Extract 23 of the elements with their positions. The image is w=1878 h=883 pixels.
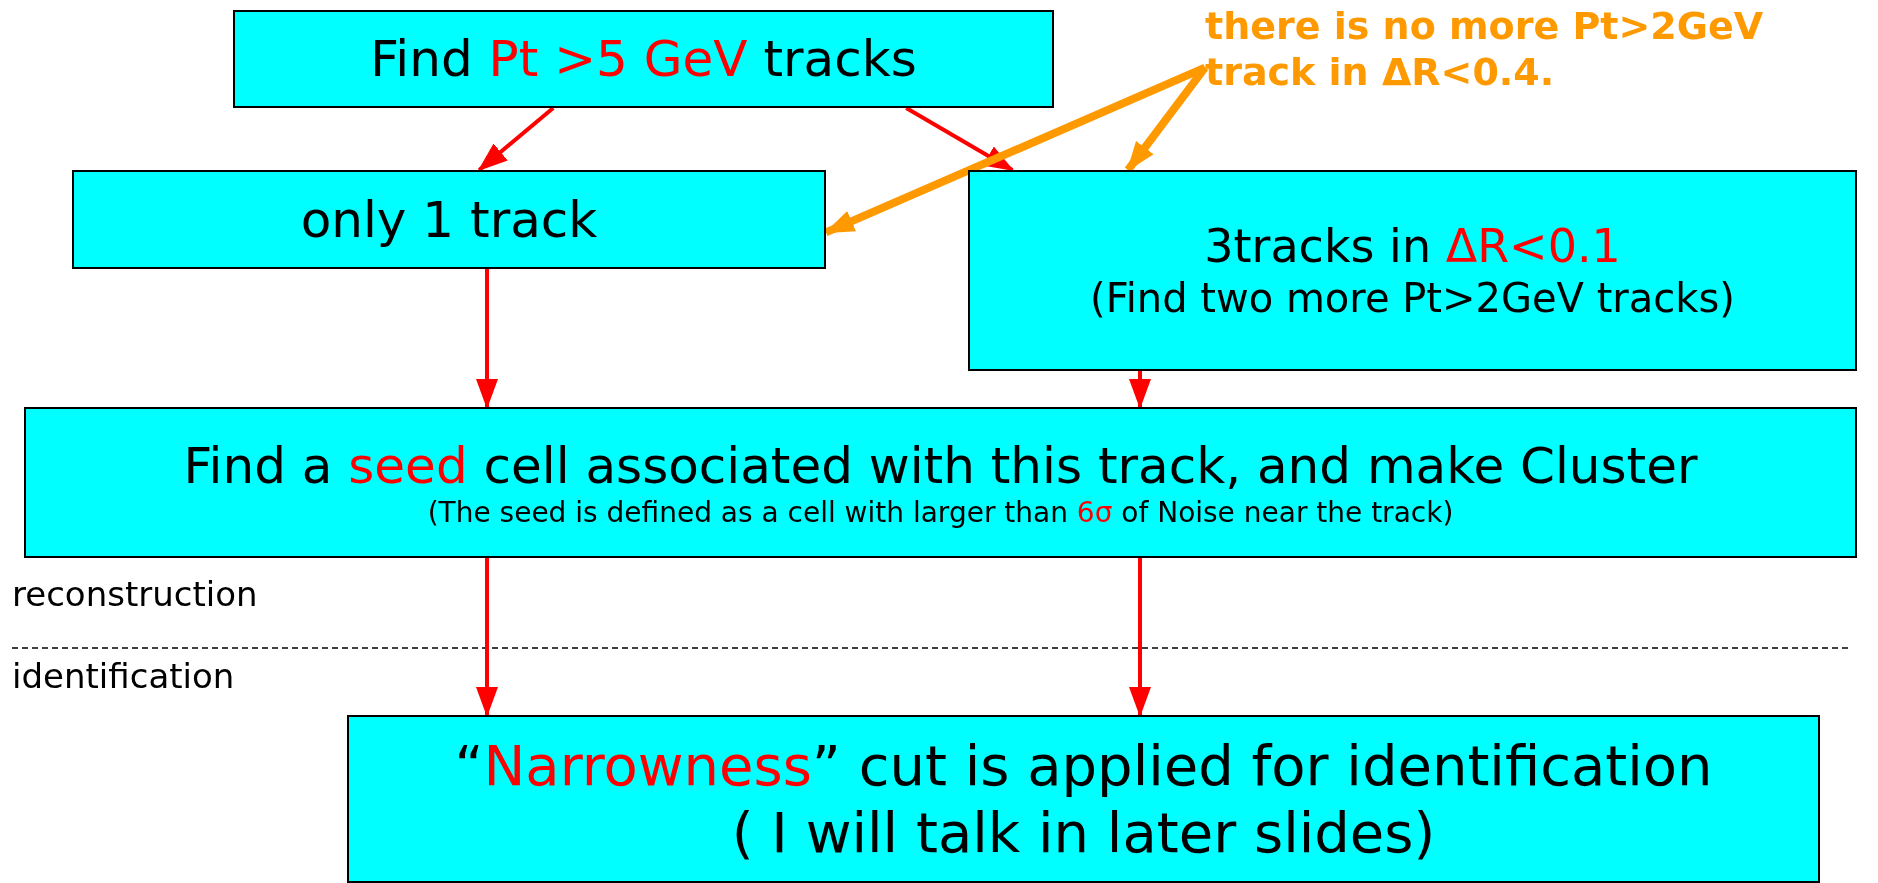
process-box <box>347 715 1820 883</box>
box-title: 3tracks in ΔR<0.1 <box>1204 218 1621 275</box>
box-subtitle: ( I will talk in later slides) <box>731 799 1436 867</box>
stage-label: reconstruction <box>12 574 258 614</box>
arrow <box>476 558 498 717</box>
arrow <box>477 106 555 172</box>
arrow <box>905 106 1015 172</box>
process-box <box>72 170 826 269</box>
arrow <box>476 269 498 409</box>
process-box <box>24 407 1857 558</box>
box-title: only 1 track <box>300 189 598 250</box>
note-text: there is no more Pt>2GeV track in ΔR<0.4. <box>1205 3 1765 96</box>
box-title: Find a seed cell associated with this track, and make Cluster <box>183 435 1698 496</box>
stage-label: identification <box>12 656 235 696</box>
arrow <box>1124 65 1209 173</box>
box-subtitle: (The seed is defined as a cell with larger than 6σ of Noise near the track) <box>427 495 1454 530</box>
box-title: “Narrowness” cut is applied for identification <box>454 731 1713 799</box>
process-box <box>968 170 1857 371</box>
process-box <box>233 10 1054 108</box>
arrow <box>1129 558 1151 717</box>
box-subtitle: (Find two more Pt>2GeV tracks) <box>1090 274 1735 323</box>
arrow <box>1129 371 1151 409</box>
box-title: Find Pt >5 GeV tracks <box>370 29 917 89</box>
